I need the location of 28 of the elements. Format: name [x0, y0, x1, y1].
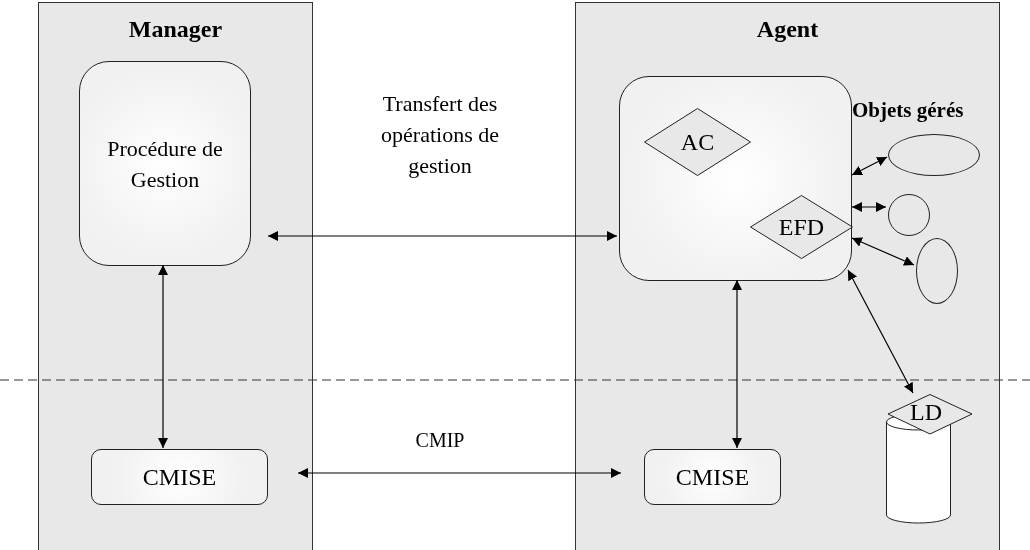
diamond	[644, 108, 751, 176]
rounded-box	[79, 61, 251, 266]
node-label: LD	[910, 398, 942, 427]
node-label: CMISE	[675, 463, 750, 492]
rounded-box	[91, 449, 268, 505]
arrow	[851, 202, 887, 212]
panel	[575, 2, 1000, 550]
node-label: EFD	[778, 212, 825, 242]
edge-label: CMIP	[414, 428, 466, 453]
rounded-box	[619, 76, 852, 281]
arrow	[297, 468, 622, 478]
database-cylinder	[886, 394, 974, 524]
arrow	[158, 264, 168, 449]
node-label: AC	[680, 127, 715, 157]
panel	[38, 2, 313, 550]
node-label: Procédure de Gestion	[106, 134, 224, 194]
node-label: CMISE	[142, 463, 217, 492]
arrow	[732, 279, 742, 449]
arrow	[847, 269, 914, 394]
panel-title: Manager	[128, 15, 223, 44]
panel-title: Agent	[756, 15, 819, 44]
edge-label: Transfert des opérations de gestion	[380, 90, 500, 180]
group-label: Objets gérés	[852, 97, 964, 124]
rounded-box	[644, 449, 781, 505]
diamond	[750, 195, 853, 259]
arrow	[267, 231, 618, 241]
arrow	[851, 237, 915, 266]
arrow	[851, 156, 888, 176]
